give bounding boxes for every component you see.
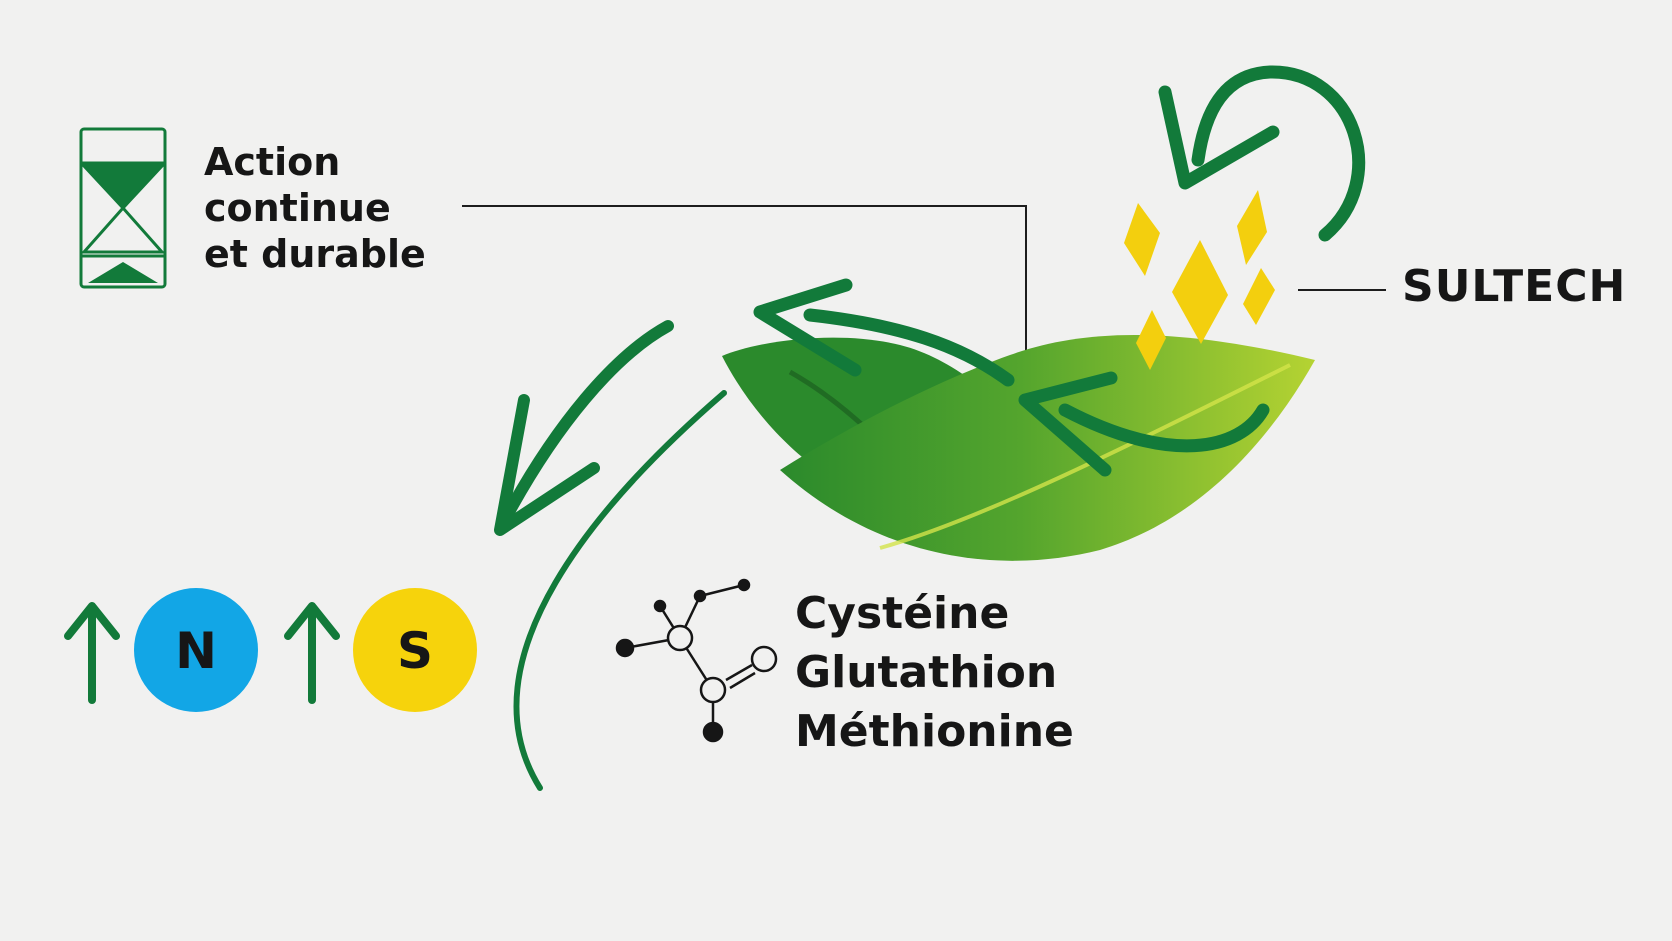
action-connector-line bbox=[462, 205, 1027, 368]
molecules-label: Cystéine Glutathion Méthionine bbox=[795, 584, 1074, 761]
molecule-name: Glutathion bbox=[795, 647, 1058, 698]
action-label-line: continue bbox=[204, 186, 391, 230]
molecule-name: Cystéine bbox=[795, 588, 1010, 639]
action-label: Action continue et durable bbox=[204, 139, 426, 277]
up-arrow-icon bbox=[64, 602, 120, 704]
cycle-arrows bbox=[494, 65, 1366, 791]
brand-label: SULTECH bbox=[1402, 262, 1626, 312]
up-arrow-icon bbox=[284, 602, 340, 704]
element-symbol-n: N bbox=[175, 622, 217, 680]
element-badge-n: N bbox=[134, 588, 258, 712]
molecule-icon bbox=[615, 578, 778, 743]
element-badge-s: S bbox=[353, 588, 477, 712]
crystal-icon bbox=[1124, 190, 1275, 370]
brand-name: SULTECH bbox=[1402, 261, 1627, 312]
leaf-illustration bbox=[722, 335, 1315, 561]
element-symbol-s: S bbox=[397, 622, 433, 680]
molecule-name: Méthionine bbox=[795, 706, 1074, 757]
hourglass-icon bbox=[79, 127, 167, 289]
action-label-line: Action bbox=[204, 140, 341, 184]
action-label-line: et durable bbox=[204, 232, 426, 276]
